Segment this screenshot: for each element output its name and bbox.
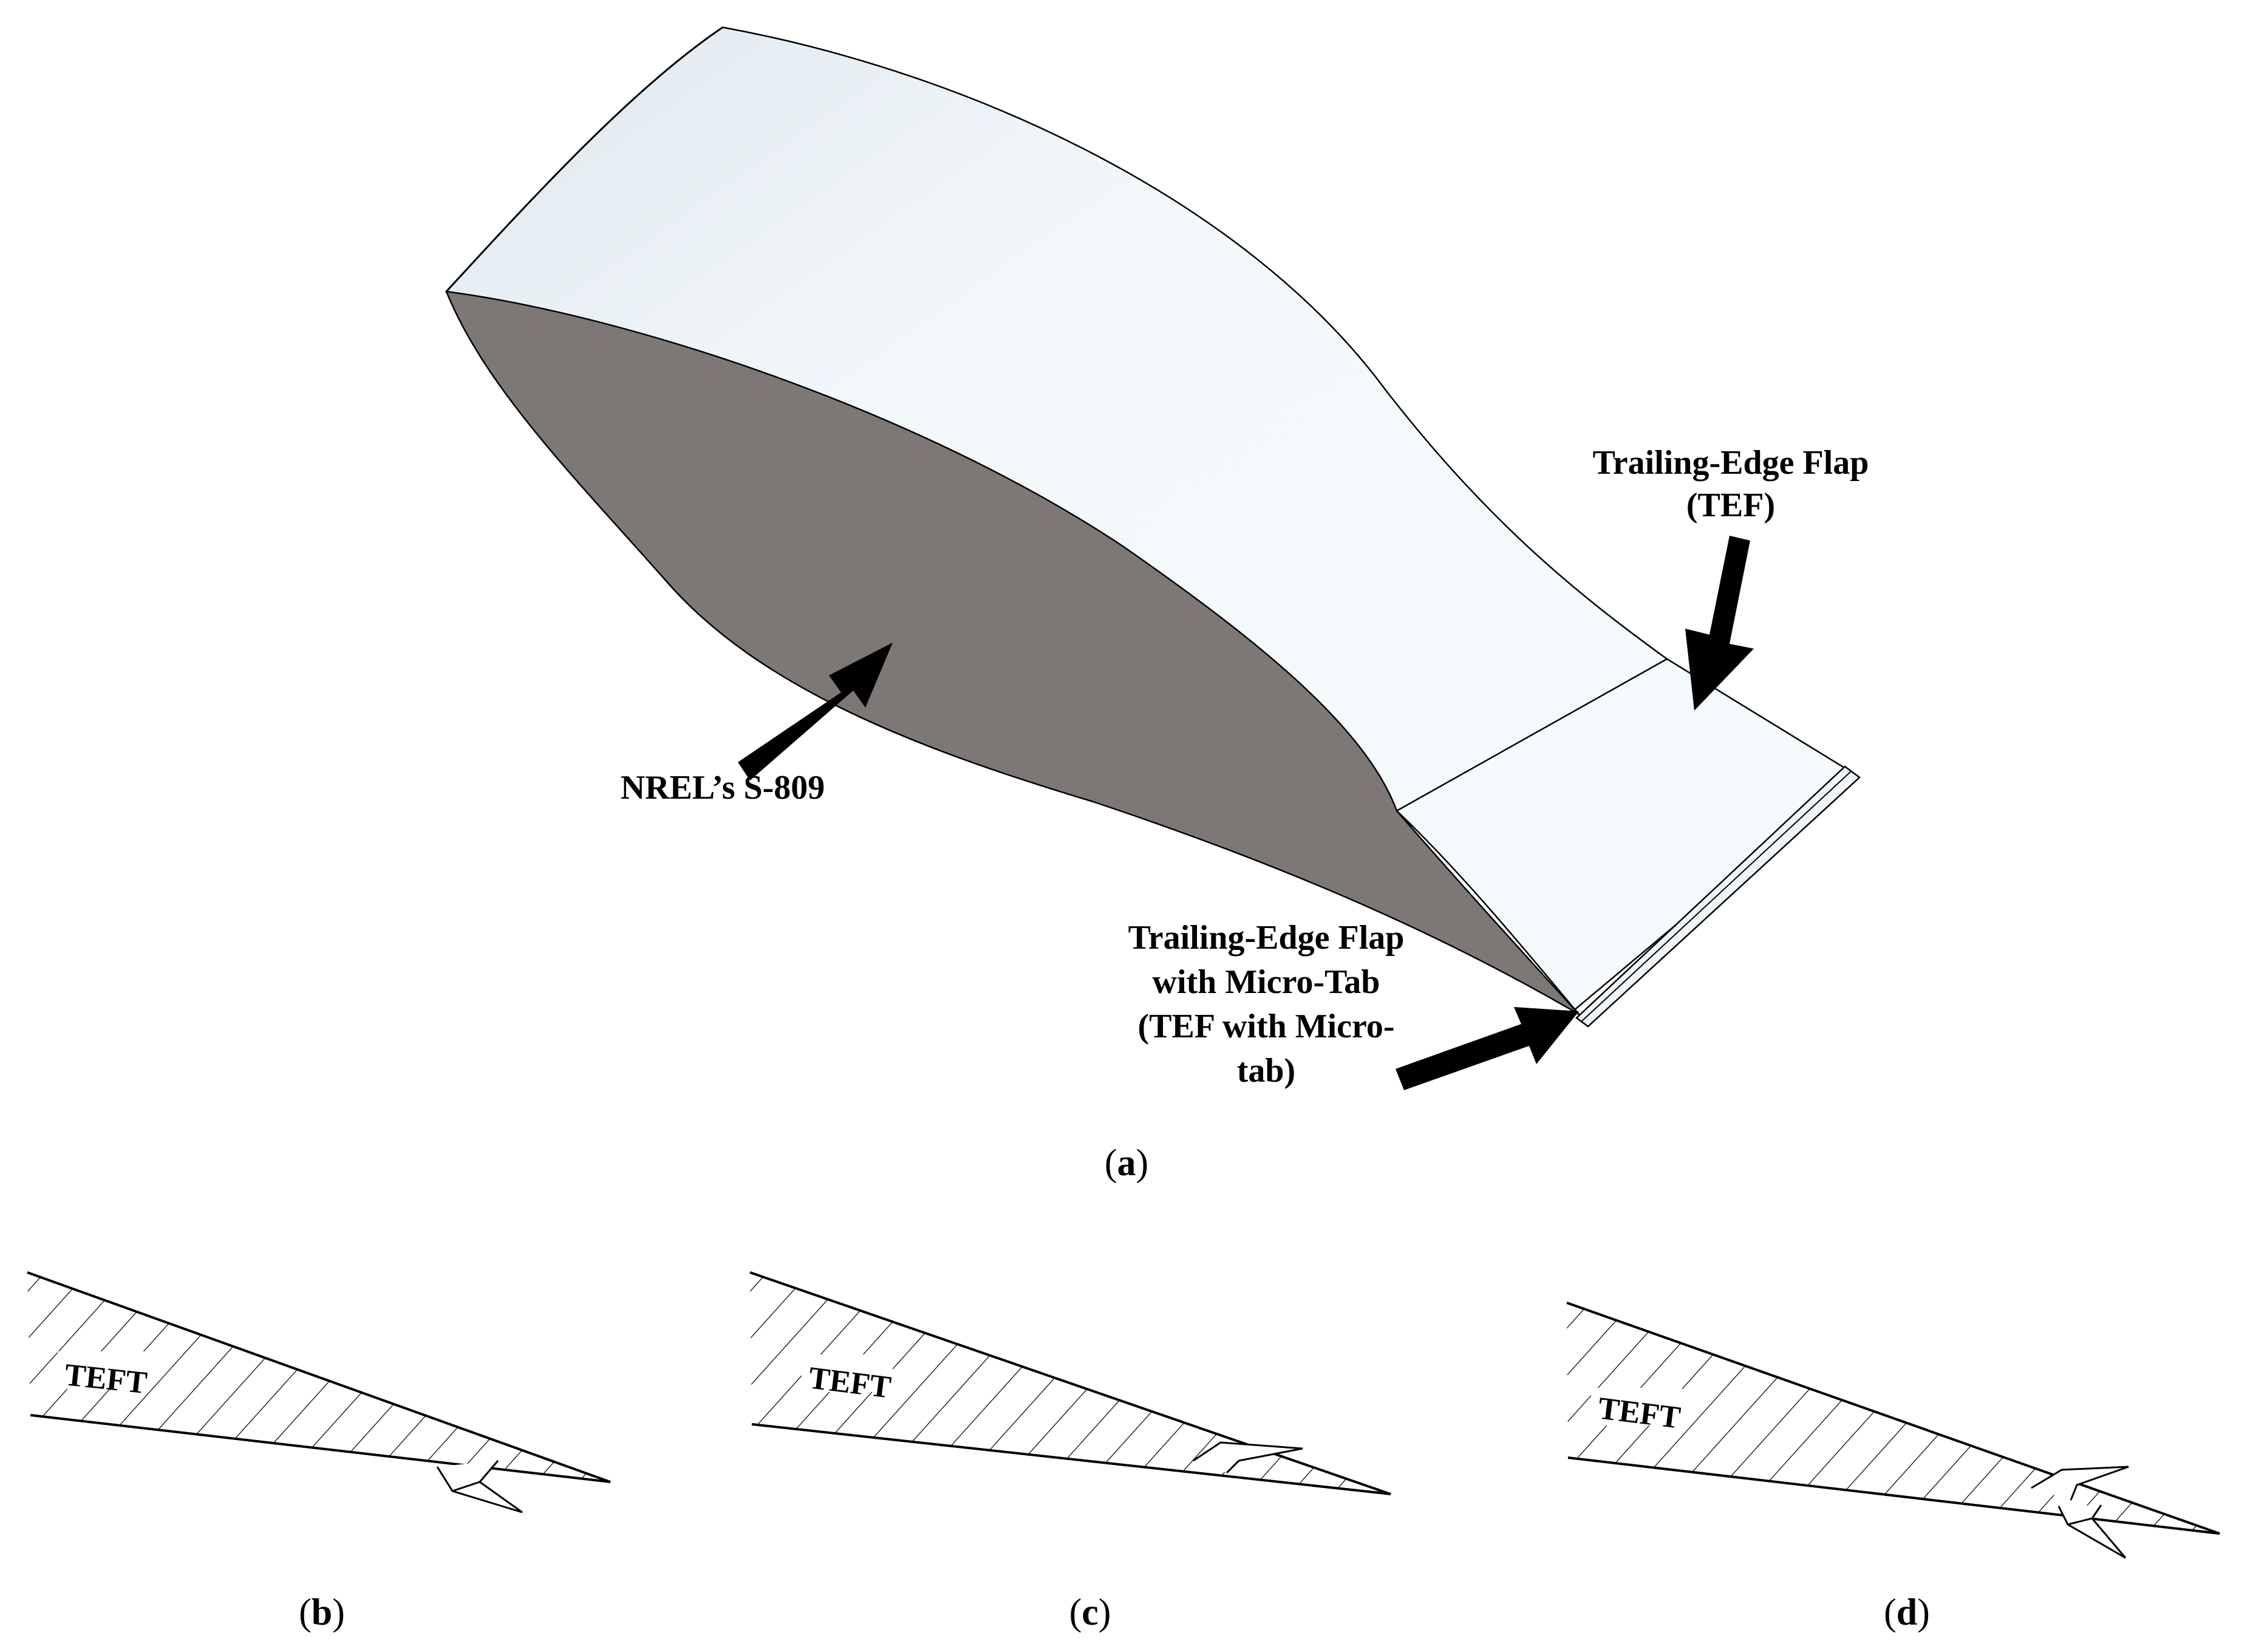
arrow-tef [1685,536,1754,711]
micro-tab-d-upper [2031,1466,2129,1501]
caption-c: (c) [1069,1592,1111,1633]
label-tef-line2: (TEF) [1686,486,1775,524]
arrow-airfoil [738,643,893,780]
flap-hinge-line [1396,658,1668,812]
tef-label-b: TEFT [63,1357,149,1401]
caption-a: (a) [1105,1142,1148,1184]
label-airfoil: NREL’s S-809 [621,769,825,807]
section-view-b [27,1271,611,1514]
caption-b: (b) [299,1592,345,1633]
wing-3d-view [445,26,1861,1028]
label-tef-line1: Trailing-Edge Flap [1593,444,1869,482]
label-tab-line1: Trailing-Edge Flap [1128,919,1405,957]
micro-tab-c [1193,1441,1303,1474]
airfoil-section-face [445,290,1580,1015]
section-view-d [1566,1302,2220,1559]
label-tab-line4: tab) [1237,1052,1295,1090]
label-tab-line2: with Micro-Tab [1153,963,1380,1001]
caption-d: (d) [1884,1592,1930,1633]
micro-tab-b [436,1460,523,1514]
section-view-c [749,1271,1391,1495]
micro-tab-d-lower [2057,1504,2127,1559]
arrow-micro-tab [1396,1007,1579,1090]
micro-tab-strip [1575,765,1861,1028]
label-tab-line3: (TEF with Micro- [1137,1008,1394,1045]
leading-edge-line [445,26,723,293]
